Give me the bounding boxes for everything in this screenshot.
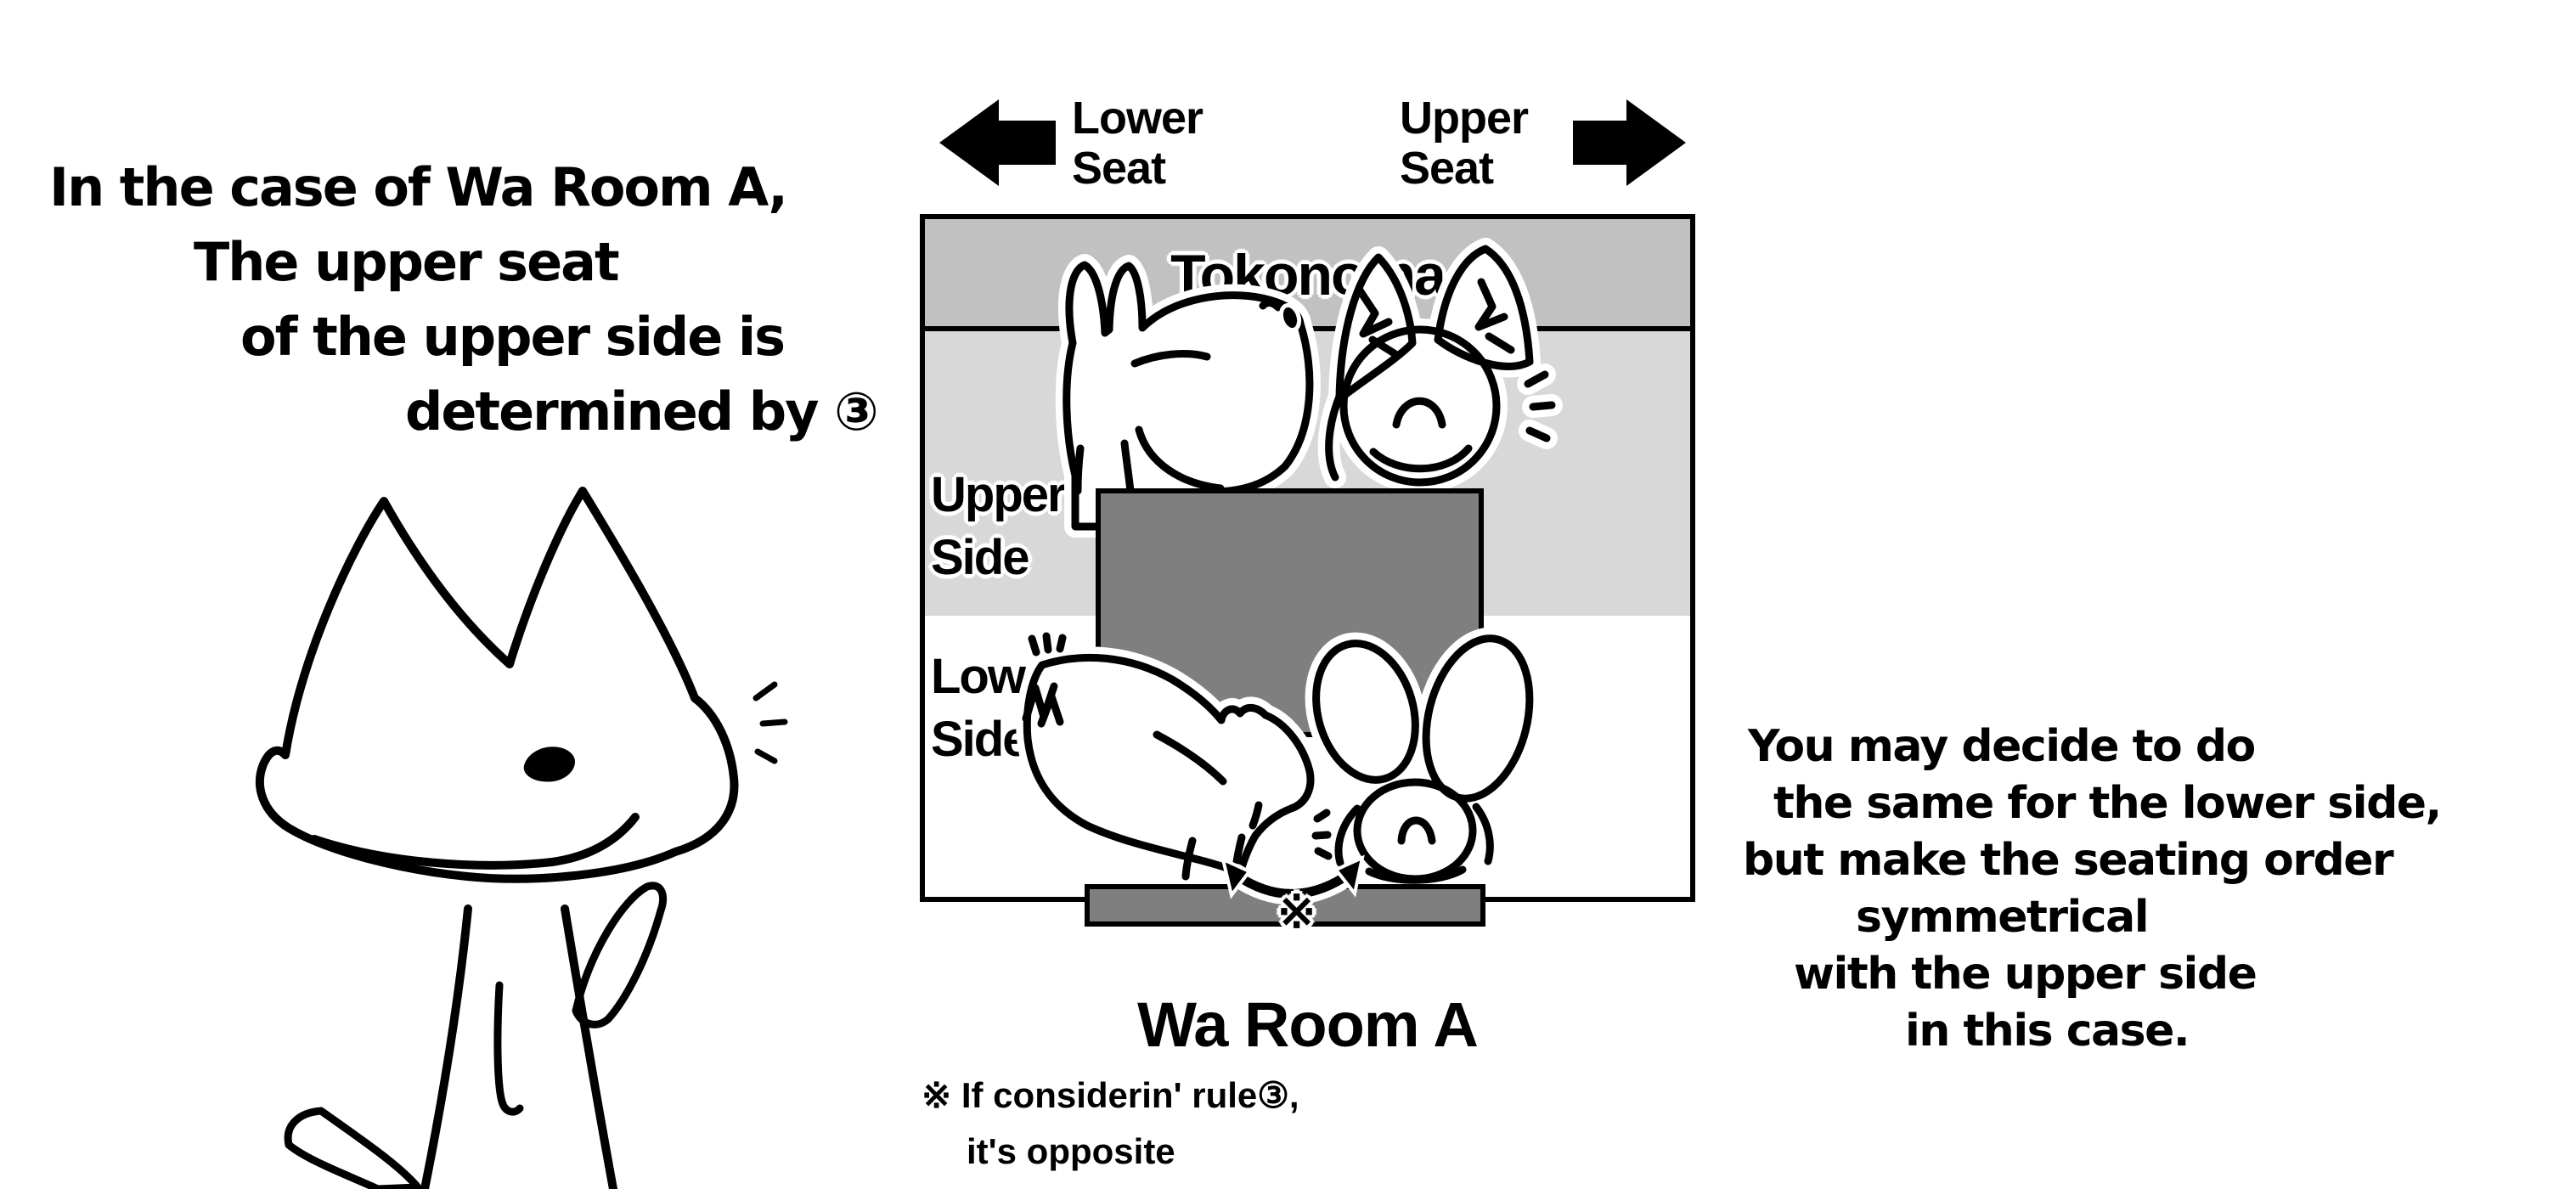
left-caption-line-2: The upper seat [194, 231, 620, 293]
tokonoma-band [922, 217, 1693, 329]
left-caption-line-4: determined by ③ [405, 380, 879, 442]
right-caption-line-6: in this case. [1905, 1006, 2190, 1057]
swap-arrow-icon [1220, 854, 1365, 905]
left-caption-line-3: of the upper side is [240, 306, 786, 368]
upper-seat-arrow-icon [1573, 99, 1686, 186]
footnote-line-1: ※ If considerin' rule③, [922, 1075, 1299, 1115]
lower-seat-arrow-icon [939, 99, 1056, 186]
right-caption-line-5: with the upper side [1794, 949, 2258, 1000]
right-caption-line-4: symmetrical [1856, 892, 2150, 943]
upper-side-label: Upper Side [931, 467, 1067, 586]
swap-reference-mark: ※ [1277, 887, 1316, 938]
right-caption-line-3: but make the seating order [1743, 835, 2394, 886]
lower-seat-label: Lower Seat [1072, 93, 1203, 194]
upper-seat-label: Upper Seat [1400, 93, 1529, 194]
upper-left-cat-eye [1278, 302, 1302, 333]
right-caption-line-2: the same for the lower side, [1773, 778, 2442, 829]
room-caption: Wa Room A [1137, 989, 1479, 1060]
left-caption-line-1: In the case of Wa Room A, [49, 156, 788, 218]
right-caption-line-1: You may decide to do [1748, 721, 2256, 772]
footnote-line-2: it's opposite [967, 1131, 1175, 1171]
upper-left-cat-drawing [1067, 265, 1310, 527]
entrance-bar [1085, 884, 1485, 927]
